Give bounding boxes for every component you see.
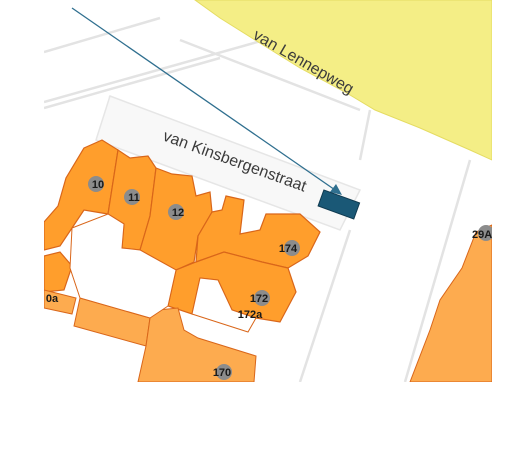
- building-10a[interactable]: [44, 289, 77, 315]
- house-number-badge: [254, 290, 270, 306]
- house-number-label: 11: [128, 192, 140, 204]
- house-number-badge: [284, 240, 300, 256]
- house-number-badge: [124, 189, 140, 205]
- location-marker[interactable]: [317, 189, 361, 220]
- house-number-170[interactable]: 170: [213, 364, 232, 380]
- house-number-29a[interactable]: 29A: [472, 225, 494, 241]
- house-number-10[interactable]: 10: [88, 176, 104, 192]
- direction-arrow: [71, 7, 342, 195]
- courtyard-right: [191, 277, 257, 333]
- house-number-172[interactable]: 172: [250, 290, 270, 306]
- building-170[interactable]: [137, 307, 257, 382]
- house-number-label: 170: [213, 367, 231, 379]
- building-10[interactable]: [44, 139, 119, 251]
- house-number-12[interactable]: 12: [168, 204, 184, 220]
- house-number-label: 172: [250, 293, 268, 305]
- house-number-10a[interactable]: 0a: [46, 293, 59, 305]
- house-number-174[interactable]: 174: [279, 240, 300, 256]
- house-number-label: 10: [92, 179, 104, 191]
- house-number-badge: [478, 225, 492, 241]
- parcel-boundaries: [44, 16, 472, 382]
- house-number-label: 174: [279, 243, 298, 255]
- building-10a-annex[interactable]: [44, 251, 73, 293]
- house-number-11[interactable]: 11: [124, 189, 140, 205]
- house-number-badge: [216, 364, 232, 380]
- house-number-label: 12: [172, 207, 184, 219]
- street-van-kinsbergenstraat[interactable]: [95, 95, 362, 231]
- house-number-badge: [88, 176, 104, 192]
- house-number-badge: [168, 204, 184, 220]
- house-number-label: 29A: [472, 229, 492, 241]
- building-29a[interactable]: [409, 224, 492, 382]
- courtyard-left: [69, 213, 177, 319]
- house-number-172a[interactable]: 172a: [238, 309, 263, 321]
- road-van-lennepweg[interactable]: [194, 0, 492, 161]
